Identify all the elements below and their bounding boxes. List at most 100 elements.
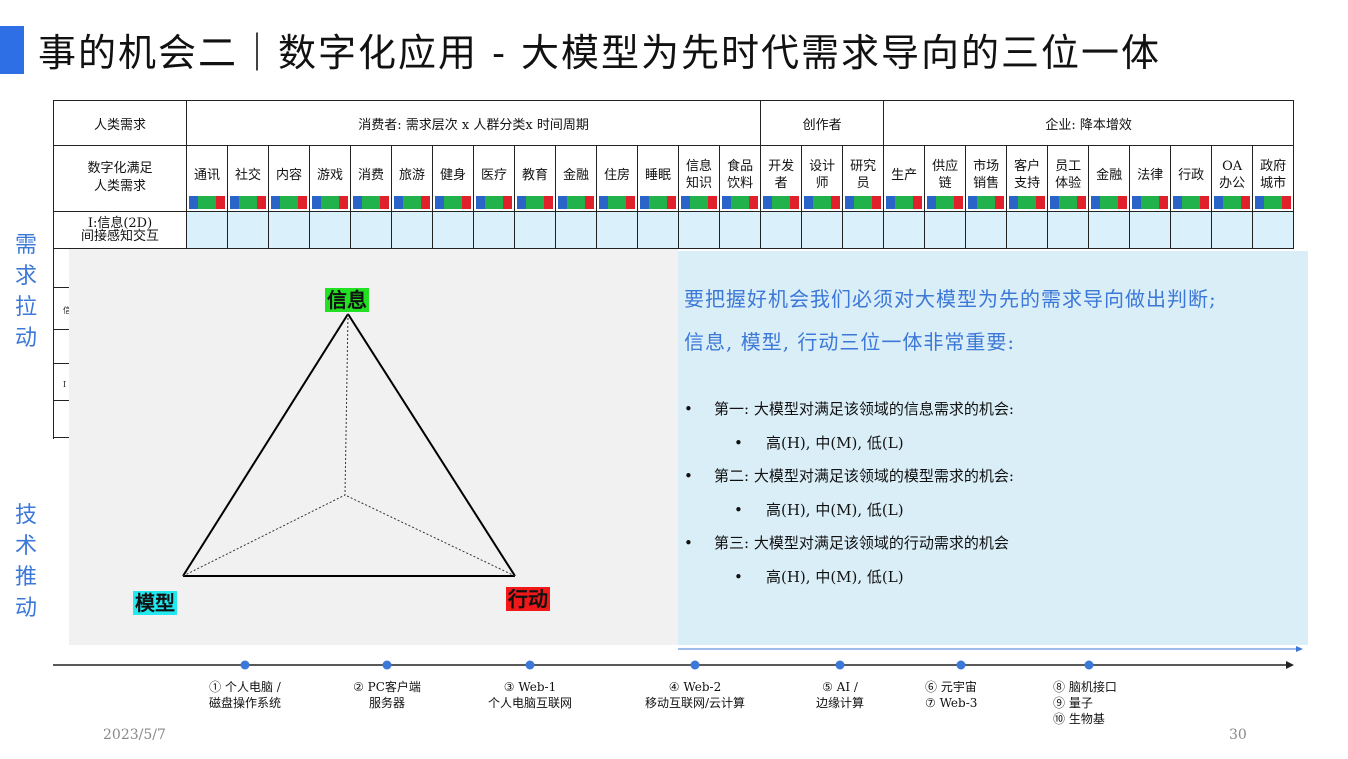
color-swatch <box>722 196 732 209</box>
color-swatch <box>503 196 512 209</box>
category-label: 游戏 <box>316 168 343 183</box>
color-swatch <box>1214 196 1224 209</box>
milestone-line: ⑨ 量子 <box>1053 696 1093 710</box>
color-swatch <box>198 196 207 209</box>
category-label: 体验 <box>1055 176 1082 191</box>
color-swatch <box>462 196 471 209</box>
category-cell: 研究员 <box>842 145 885 212</box>
table-cell <box>391 211 433 249</box>
milestone-line: ③ Web-1 <box>503 680 557 694</box>
color-swatch <box>708 196 717 209</box>
category-cell: 社交 <box>227 145 269 212</box>
category-cell: 员工体验 <box>1047 145 1090 212</box>
bullet-icon: • <box>684 534 693 552</box>
bullet-icon: • <box>684 467 693 485</box>
side-label-char: 术 <box>14 534 37 559</box>
color-swatch <box>740 196 750 209</box>
category-cell: 游戏 <box>309 145 351 212</box>
table-row: I:信息(2D) 间接感知交互 <box>53 211 1295 249</box>
category-color-strip <box>1091 196 1128 209</box>
category-cell: 内容 <box>268 145 310 212</box>
color-swatch <box>945 196 955 209</box>
color-swatch <box>968 196 978 209</box>
demand-table: 人类需求 消费者: 需求层次 x 人群分类x 时间周期 创作者 企业: 降本增效… <box>53 100 1295 249</box>
color-swatch <box>1050 196 1060 209</box>
timeline-arrowhead <box>1286 661 1294 669</box>
row-label-line2: 人类需求 <box>93 179 146 194</box>
category-color-strip <box>394 196 430 209</box>
category-label: 市场 <box>973 159 1000 174</box>
category-cell: 行政 <box>1170 145 1213 212</box>
header-enterprise: 企业: 降本增效 <box>883 100 1295 146</box>
timeline-milestone-label: ⑤ AI /边缘计算 <box>770 679 910 711</box>
category-cell: 客户支持 <box>1006 145 1049 212</box>
list-item-text: 第三: 大模型对满足该领域的行动需求的机会 <box>714 534 1009 552</box>
color-swatch <box>280 196 289 209</box>
category-label: 研究 <box>850 159 877 174</box>
color-swatch <box>1255 196 1265 209</box>
table-cell <box>432 211 474 249</box>
bullet-icon: • <box>734 500 743 519</box>
fragment-line <box>53 400 69 401</box>
category-label: 食品 <box>727 159 754 174</box>
table-cell <box>555 211 597 249</box>
color-swatch <box>189 196 198 209</box>
color-swatch <box>854 196 864 209</box>
table-cell <box>678 211 720 249</box>
category-label: 知识 <box>685 176 712 191</box>
category-label: 旅游 <box>398 168 425 183</box>
timeline-axis <box>53 646 1303 670</box>
category-label: 员工 <box>1055 159 1082 174</box>
color-swatch <box>476 196 485 209</box>
milestone-line: ⑩ 生物基 <box>1053 712 1105 726</box>
color-swatch <box>977 196 987 209</box>
list-item-text: 高(H), 中(M), 低(L) <box>766 433 904 452</box>
fragment-line <box>53 363 69 364</box>
color-swatch <box>207 196 216 209</box>
color-swatch <box>763 196 773 209</box>
table-cell <box>227 211 269 249</box>
color-swatch <box>526 196 535 209</box>
color-swatch <box>1232 196 1242 209</box>
color-swatch <box>772 196 782 209</box>
category-cell: 住房 <box>596 145 638 212</box>
color-swatch <box>681 196 690 209</box>
milestone-line: 服务器 <box>368 696 405 710</box>
category-color-strip <box>189 196 225 209</box>
table-cell <box>1170 211 1213 249</box>
color-swatch <box>1059 196 1069 209</box>
timeline-milestone-dot <box>835 660 845 670</box>
color-swatch <box>394 196 403 209</box>
color-swatch <box>1132 196 1142 209</box>
table-cell <box>842 211 885 249</box>
table-cell <box>1088 211 1131 249</box>
color-swatch <box>412 196 421 209</box>
color-swatch <box>585 196 594 209</box>
color-swatch <box>298 196 307 209</box>
color-swatch <box>1264 196 1274 209</box>
table-cell <box>473 211 515 249</box>
fragment-char: I <box>63 380 67 389</box>
category-label: 政府 <box>1260 159 1287 174</box>
color-swatch <box>1182 196 1192 209</box>
side-label-demand-pull: 需求拉动 <box>14 230 38 354</box>
timeline-milestone-label: ① 个人电脑 /磁盘操作系统 <box>175 679 315 711</box>
color-swatch <box>544 196 553 209</box>
color-swatch <box>1091 196 1101 209</box>
category-label: 消费 <box>357 168 384 183</box>
color-swatch <box>1018 196 1028 209</box>
color-swatch <box>790 196 800 209</box>
bullet-icon: • <box>734 567 743 586</box>
color-swatch <box>289 196 298 209</box>
category-color-strip <box>558 196 594 209</box>
color-swatch <box>886 196 896 209</box>
category-label: 链 <box>938 176 952 191</box>
color-swatch <box>362 196 371 209</box>
color-swatch <box>1009 196 1019 209</box>
color-swatch <box>617 196 626 209</box>
category-label: 城市 <box>1260 176 1287 191</box>
category-cell: 开发者 <box>760 145 803 212</box>
panel-heading-line2: 信息, 模型, 行动三位一体非常重要: <box>684 330 1016 354</box>
